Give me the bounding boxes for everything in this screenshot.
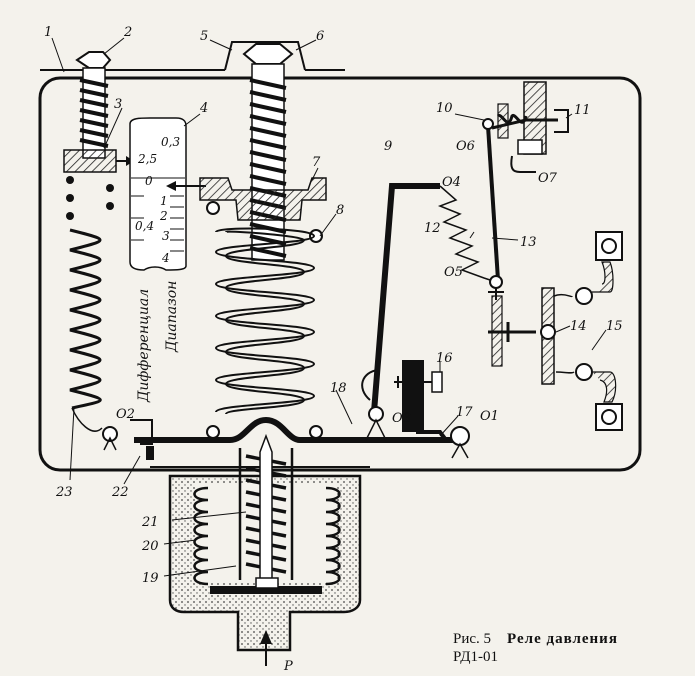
pivot-o6: O6 bbox=[456, 139, 475, 154]
range-label: Диапазон bbox=[164, 281, 180, 353]
callout-18: 18 bbox=[330, 381, 347, 396]
scale-mark-0-3: 0,3 bbox=[161, 135, 180, 149]
micro-switch-assembly bbox=[482, 81, 569, 367]
caption-number: Рис. 5 bbox=[453, 631, 492, 647]
callout-7: 7 bbox=[312, 155, 321, 170]
callout-3: 3 bbox=[114, 97, 122, 112]
callout-6: 6 bbox=[316, 29, 324, 44]
callout-4: 4 bbox=[199, 101, 208, 116]
callout-20: 20 bbox=[141, 539, 159, 554]
pivot-o3: O3 bbox=[392, 411, 411, 426]
callout-22: 22 bbox=[111, 485, 129, 500]
bellows-assembly bbox=[150, 433, 370, 666]
callout-2: 2 bbox=[123, 25, 132, 40]
scale-mark-4: 4 bbox=[161, 251, 170, 265]
pivot-o7: O7 bbox=[538, 171, 558, 186]
scale-mark-0-4: 0,4 bbox=[135, 219, 154, 233]
differential-spring-assembly bbox=[63, 51, 134, 451]
pivot-o4: O4 bbox=[442, 175, 461, 190]
scale-mark-1: 1 bbox=[160, 194, 168, 208]
scale-mark-2-5: 2,5 bbox=[137, 152, 157, 166]
callout-8: 8 bbox=[336, 203, 344, 218]
callout-leaders bbox=[51, 37, 607, 577]
caption-title: Реле давления bbox=[507, 631, 618, 647]
callout-16: 16 bbox=[436, 351, 453, 366]
callout-17: 17 bbox=[456, 405, 473, 420]
callout-13: 13 bbox=[520, 235, 537, 250]
range-spring-assembly bbox=[199, 43, 327, 439]
callout-9: 9 bbox=[384, 139, 392, 154]
scale-mark-3: 3 bbox=[162, 229, 170, 243]
pivot-o1: O1 bbox=[480, 409, 499, 424]
scale-mark-2: 2 bbox=[159, 209, 168, 223]
pivot-o2: O2 bbox=[116, 407, 135, 422]
switch-lever-linkage bbox=[361, 183, 491, 442]
setting-scale-plate: 0,3 2,5 0 1 2 0,4 3 4 bbox=[129, 117, 206, 271]
callout-21: 21 bbox=[141, 515, 159, 530]
callout-19: 19 bbox=[142, 571, 159, 586]
differential-label: Дифференциал bbox=[136, 289, 152, 403]
callout-5: 5 bbox=[200, 29, 208, 44]
relay-housing bbox=[38, 41, 642, 472]
main-lever bbox=[130, 416, 470, 460]
caption-model: РД1-01 bbox=[453, 649, 498, 665]
callout-11: 11 bbox=[574, 103, 591, 118]
scale-mark-0: 0 bbox=[145, 174, 153, 188]
callout-14: 14 bbox=[570, 319, 587, 334]
callout-23: 23 bbox=[55, 485, 73, 500]
callout-1: 1 bbox=[44, 25, 52, 40]
pressure-label: P bbox=[283, 659, 293, 674]
callout-12: 12 bbox=[424, 221, 441, 236]
pivot-o5: O5 bbox=[444, 265, 463, 280]
figure-caption: Рис. 5 Реле давления РД1-01 bbox=[453, 630, 618, 666]
callout-10: 10 bbox=[436, 101, 453, 116]
contact-terminals bbox=[540, 231, 623, 431]
callout-15: 15 bbox=[606, 319, 623, 334]
